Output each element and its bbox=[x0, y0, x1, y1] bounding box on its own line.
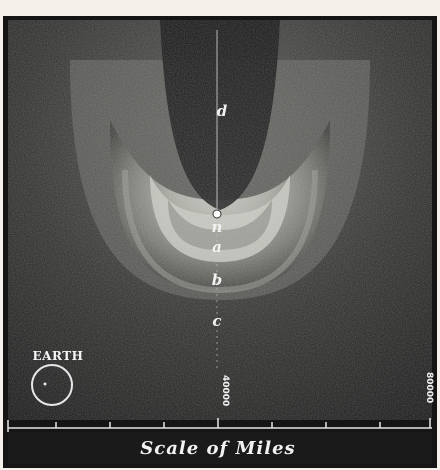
marker-c: c bbox=[212, 312, 221, 330]
marker-d: d bbox=[217, 102, 228, 120]
marker-a: a bbox=[212, 238, 222, 256]
nucleus bbox=[213, 210, 221, 218]
marker-b: b bbox=[212, 271, 223, 289]
scale-mark-40000: 40000 bbox=[220, 375, 230, 406]
marker-n: n bbox=[212, 218, 223, 236]
earth-dot bbox=[44, 383, 47, 386]
scale-mark-80000: 80000 bbox=[424, 372, 434, 403]
earth-label: EARTH bbox=[33, 349, 84, 363]
scale-title: Scale of Miles bbox=[140, 438, 295, 459]
